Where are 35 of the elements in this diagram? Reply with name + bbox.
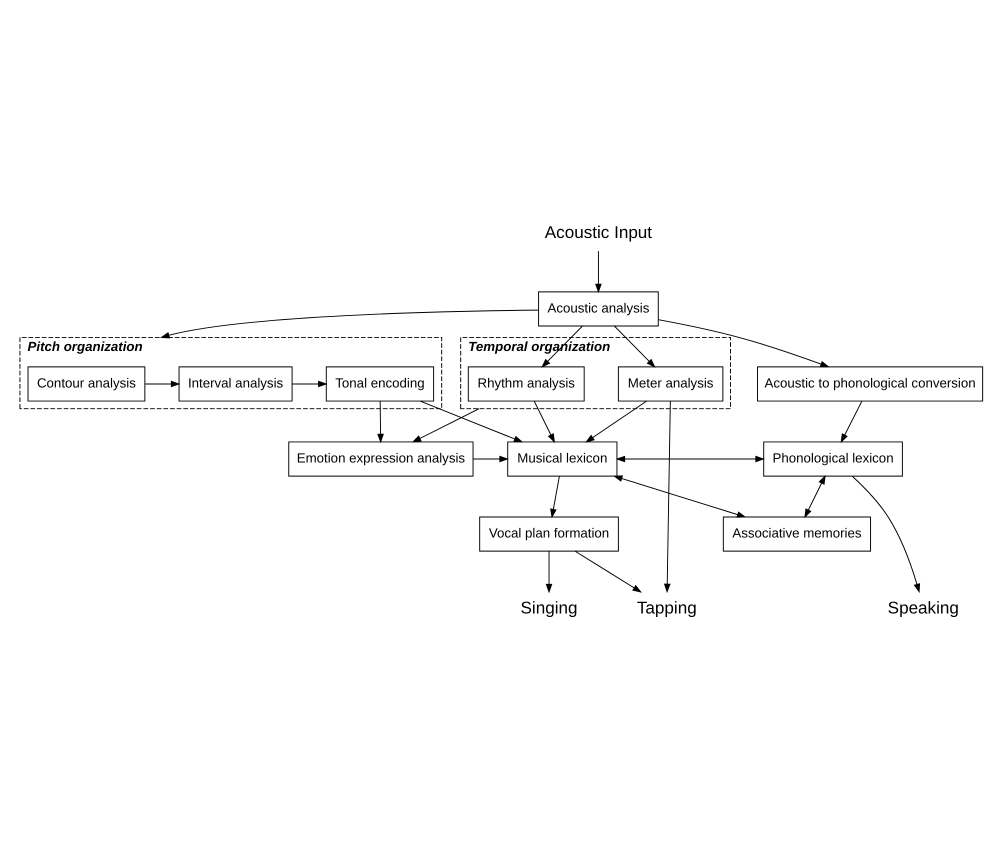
arrow xyxy=(546,550,552,593)
node-box: Phonological lexicon xyxy=(763,440,903,476)
arrow xyxy=(377,400,384,443)
node-box: Meter analysis xyxy=(618,366,724,402)
arrow xyxy=(804,474,826,518)
arrow xyxy=(852,475,920,593)
arrow xyxy=(292,380,328,387)
arrow xyxy=(614,325,656,368)
node-box: Contour analysis xyxy=(28,366,146,402)
arrow xyxy=(534,400,555,443)
node-text: Speaking xyxy=(888,598,959,617)
arrow xyxy=(613,474,746,518)
node-box: Acoustic analysis xyxy=(538,290,659,326)
arrow xyxy=(658,318,830,367)
node-box: Rhythm analysis xyxy=(468,366,585,402)
node-box: Tonal encoding xyxy=(326,366,434,402)
arrow xyxy=(840,400,862,443)
node-box: Interval analysis xyxy=(178,366,293,402)
arrow xyxy=(144,380,180,387)
arrow xyxy=(550,475,560,518)
arrow xyxy=(472,455,509,462)
node-box: Emotion expression analysis xyxy=(288,440,474,476)
arrow xyxy=(412,408,480,442)
arrow xyxy=(616,455,765,462)
node-text: Acoustic Input xyxy=(544,222,652,242)
arrow xyxy=(160,309,539,338)
node-box: Associative memories xyxy=(722,516,872,552)
arrow xyxy=(595,250,602,293)
arrow xyxy=(664,400,671,593)
node-box: Acoustic to phonological conversion xyxy=(757,366,984,402)
node-box: Vocal plan formation xyxy=(479,516,619,552)
node-box: Musical lexicon xyxy=(507,440,618,476)
arrow xyxy=(574,550,642,592)
node-text: Singing xyxy=(520,598,578,617)
node-text: Tapping xyxy=(636,598,697,617)
